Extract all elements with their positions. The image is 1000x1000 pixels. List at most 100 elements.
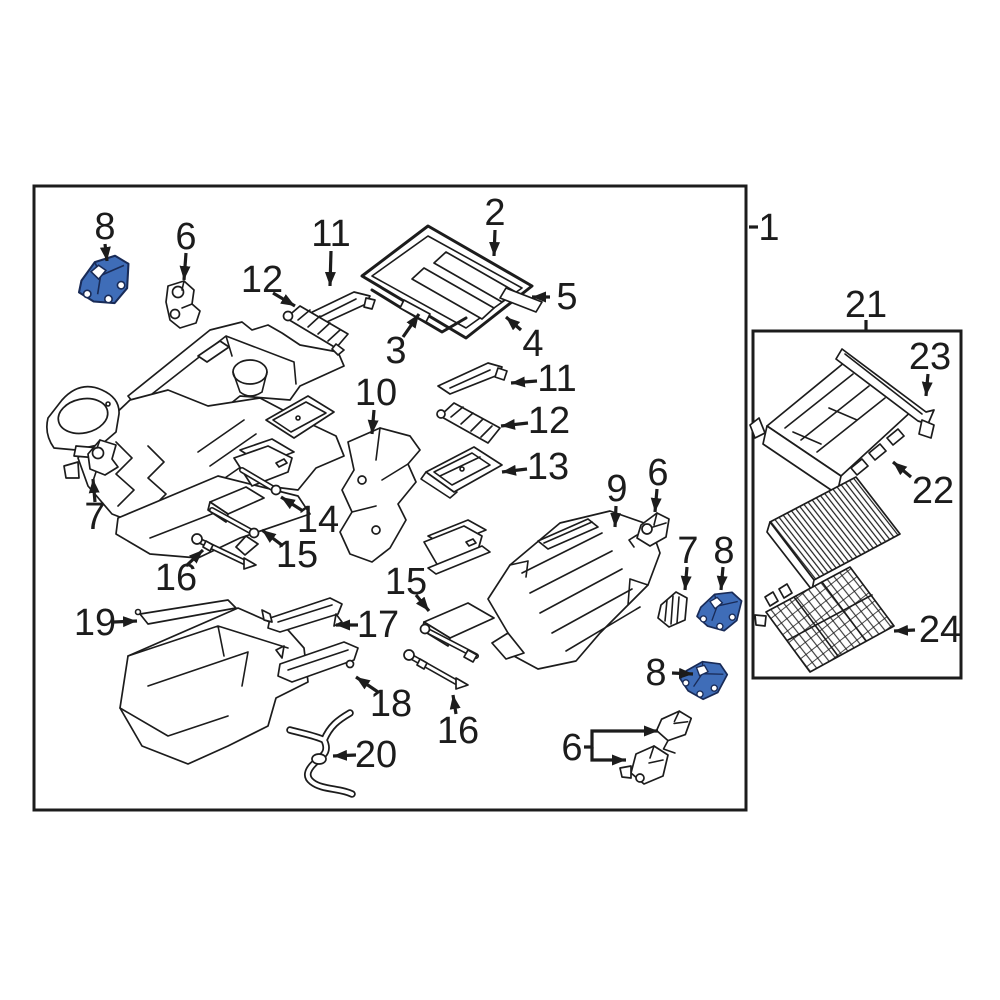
callout-16-leader (449, 694, 461, 715)
part-16-pipe-left (191, 533, 257, 570)
callout-6-leader (584, 725, 658, 749)
callout-14-leader (280, 495, 304, 513)
callout-6-label: 6 (561, 727, 582, 769)
callout-13-leader (501, 464, 528, 476)
callout-15-label: 15 (385, 561, 427, 603)
callout-7: 7 (677, 530, 699, 591)
part-14-plate-left (233, 438, 295, 496)
part-23-trim-strip (835, 348, 935, 439)
part-16-pipe-center (403, 649, 469, 690)
callout-19-label: 19 (74, 602, 116, 644)
callout-9-leader (610, 505, 622, 528)
callout-5: 5 (532, 276, 578, 318)
callout-11: 11 (510, 358, 577, 400)
callout-12: 12 (500, 400, 570, 442)
callout-18-label: 18 (370, 683, 412, 725)
callout-8-leader (99, 243, 111, 262)
callout-20-label: 20 (355, 734, 397, 776)
callout-4-label: 4 (522, 323, 543, 365)
callout-7: 7 (84, 478, 106, 538)
callout-8-label: 8 (713, 530, 734, 572)
callout-12: 12 (241, 259, 296, 308)
callout-14: 14 (280, 495, 339, 541)
callout-20-leader (332, 749, 357, 761)
callout-8: 8 (645, 652, 694, 694)
callout-6: 6 (647, 452, 669, 513)
callout-13-label: 13 (527, 446, 569, 488)
part-19-lower-case (119, 599, 309, 765)
callout-24-label: 24 (919, 609, 961, 651)
callout-14-label: 14 (297, 499, 339, 541)
callout-22: 22 (891, 460, 954, 512)
callout-6-leader (179, 252, 191, 281)
callout-18-leader (355, 675, 379, 694)
callout-24: 24 (893, 609, 961, 651)
part-11-duct-seal-center (437, 362, 508, 395)
callout-10-label: 10 (355, 372, 397, 414)
callout-1: 1 (749, 207, 780, 249)
part-12-duct-seal-center (436, 402, 501, 444)
callout-6: 6 (561, 725, 658, 769)
callout-4: 4 (504, 315, 544, 365)
callout-15-label: 15 (276, 534, 318, 576)
callout-11: 11 (311, 213, 351, 287)
callout-10: 10 (355, 372, 397, 435)
callout-16: 16 (155, 548, 205, 599)
callout-12-label: 12 (241, 259, 283, 301)
part-15-plate-center (419, 602, 495, 663)
callout-16-leader (184, 548, 205, 568)
part-12-duct-seal-upper-left (282, 305, 349, 356)
callout-11-label: 11 (311, 213, 350, 255)
callout-7-label: 7 (84, 496, 105, 538)
part-20-drain-hose (286, 709, 356, 798)
callout-3: 3 (385, 313, 421, 372)
callout-20: 20 (332, 734, 397, 776)
callout-12-label: 12 (528, 400, 570, 442)
callout-11-leader (324, 250, 336, 287)
callout-22-label: 22 (912, 470, 954, 512)
callout-24-leader (893, 624, 916, 636)
callout-13: 13 (501, 446, 569, 488)
callout-12-leader (272, 291, 296, 308)
callout-7-leader (88, 478, 100, 503)
callout-1-label: 1 (758, 207, 779, 249)
callout-6-leader (590, 747, 626, 766)
callout-12-leader (500, 418, 529, 430)
callout-21-label: 21 (845, 284, 887, 326)
callout-8-label: 8 (645, 652, 666, 694)
mode-door-tray (265, 395, 335, 439)
callout-10-leader (367, 409, 379, 435)
callout-15: 15 (261, 528, 318, 576)
callout-2: 2 (484, 192, 506, 257)
part-10-bracket (339, 427, 421, 563)
callout-5-label: 5 (556, 276, 577, 318)
callout-16-label: 16 (155, 557, 197, 599)
callout-7-label: 7 (677, 530, 698, 572)
part-18-duct (275, 641, 359, 683)
callout-4-leader (504, 315, 523, 332)
callout-3-leader (401, 313, 421, 338)
callout-23-leader (921, 373, 933, 397)
callout-8-leader (671, 667, 694, 679)
callout-11-label: 11 (537, 358, 576, 400)
callout-2-label: 2 (484, 192, 505, 234)
callout-7-leader (680, 566, 692, 591)
callout-8-leader (716, 566, 728, 591)
part-9-evaporator-case (487, 510, 661, 670)
part-15-plate-left (207, 486, 265, 539)
callout-9: 9 (606, 468, 628, 528)
callout-15-leader (261, 528, 284, 548)
callout-21: 21 (845, 284, 887, 330)
callout-8: 8 (713, 530, 735, 591)
callout-17: 17 (336, 604, 399, 646)
callout-22-leader (891, 460, 913, 479)
part-7-actuator-left (87, 439, 119, 482)
callout-6-label: 6 (647, 452, 668, 494)
cabin-air-filter-element (766, 476, 901, 591)
callout-18: 18 (355, 675, 412, 725)
callout-16: 16 (437, 694, 479, 752)
callout-6-label: 6 (175, 216, 196, 258)
